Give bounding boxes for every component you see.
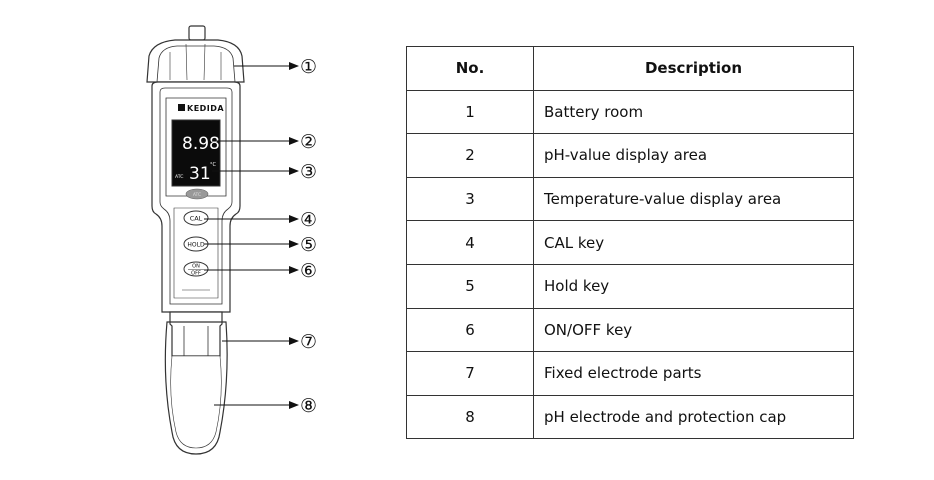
row-no: 4 bbox=[406, 220, 534, 265]
row-no: 3 bbox=[406, 176, 534, 222]
row-no: 5 bbox=[406, 263, 534, 309]
table-row: 5 Hold key bbox=[406, 263, 854, 309]
cal-key-label: CAL bbox=[190, 215, 203, 223]
row-description: ON/OFF key bbox=[533, 307, 854, 353]
callout-4: ④ bbox=[300, 209, 317, 231]
header-description: Description bbox=[533, 46, 854, 91]
onoff-key-label-off: OFF bbox=[191, 271, 201, 277]
callout-3: ③ bbox=[300, 161, 317, 183]
temperature-unit: °C bbox=[210, 162, 217, 168]
temperature-value-display: 31 bbox=[189, 164, 211, 184]
callout-7: ⑦ bbox=[300, 331, 317, 353]
row-description: Fixed electrode parts bbox=[533, 351, 854, 396]
brand-name: KEDIDA bbox=[187, 104, 224, 113]
row-no: 7 bbox=[406, 351, 534, 396]
table-row: 3 Temperature-value display area bbox=[406, 176, 854, 222]
row-description: Battery room bbox=[533, 89, 854, 135]
callout-2: ② bbox=[300, 131, 317, 153]
table-row: 4 CAL key bbox=[406, 220, 854, 265]
row-no: 1 bbox=[406, 89, 534, 135]
callout-numbers: ① ② ③ ④ ⑤ ⑥ ⑦ ⑧ bbox=[300, 56, 317, 417]
atc-indicator: ATC bbox=[175, 174, 183, 180]
battery-cap bbox=[146, 25, 245, 83]
parts-table: No. Description 1 Battery room 2 pH-valu… bbox=[406, 46, 854, 440]
table-row: 6 ON/OFF key bbox=[406, 307, 854, 353]
table-row: 7 Fixed electrode parts bbox=[406, 351, 854, 396]
leader-lines bbox=[204, 62, 299, 409]
hold-key-label: HOLD bbox=[187, 242, 205, 249]
callout-5: ⑤ bbox=[300, 234, 317, 256]
onoff-key-label-on: ON bbox=[192, 264, 200, 270]
row-no: 6 bbox=[406, 307, 534, 353]
brand-logo: KEDIDA bbox=[178, 104, 224, 113]
electrode-collar bbox=[169, 311, 223, 357]
onoff-key[interactable]: ON OFF bbox=[183, 261, 209, 277]
atc-button[interactable]: ATC bbox=[185, 188, 209, 200]
table-header-row: No. Description bbox=[406, 46, 854, 91]
electrode-protection-cap bbox=[164, 321, 228, 455]
row-description: Hold key bbox=[533, 263, 854, 309]
callout-8: ⑧ bbox=[300, 395, 317, 417]
row-description: CAL key bbox=[533, 220, 854, 265]
callout-6: ⑥ bbox=[300, 260, 317, 282]
row-description: pH-value display area bbox=[533, 133, 854, 178]
header-no: No. bbox=[406, 46, 534, 91]
row-no: 8 bbox=[406, 394, 534, 440]
row-description: Temperature-value display area bbox=[533, 176, 854, 222]
lcd-display: 8.98 ATC 31 °C bbox=[171, 119, 221, 187]
row-description: pH electrode and protection cap bbox=[533, 394, 854, 440]
table-row: 2 pH-value display area bbox=[406, 133, 854, 178]
table-row: 8 pH electrode and protection cap bbox=[406, 394, 854, 440]
ph-value-display: 8.98 bbox=[182, 134, 220, 154]
row-no: 2 bbox=[406, 133, 534, 178]
atc-button-label: ATC bbox=[193, 192, 201, 198]
table-row: 1 Battery room bbox=[406, 89, 854, 135]
cal-key[interactable]: CAL bbox=[183, 210, 209, 226]
callout-1: ① bbox=[300, 56, 317, 78]
